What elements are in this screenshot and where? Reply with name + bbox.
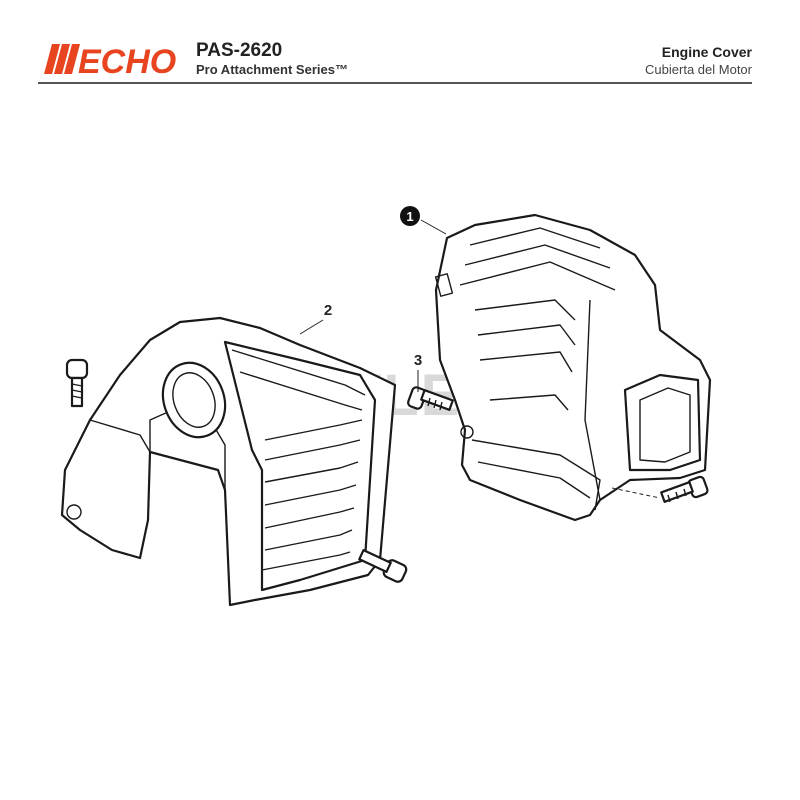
callout-2: 2: [299, 302, 332, 335]
svg-text:3: 3: [414, 352, 422, 369]
callout-3: 3: [414, 352, 422, 392]
shroud-ribs: [459, 227, 616, 411]
engine-cover-front: [60, 316, 397, 607]
screw-bottom: [358, 549, 408, 583]
header-rule: [38, 82, 752, 84]
alignment-line: [611, 487, 661, 499]
screw-right: [660, 475, 709, 503]
section-title-en: Engine Cover: [661, 44, 752, 60]
echo-logo: ECHO: [44, 43, 176, 76]
callout-1: 1: [400, 206, 447, 235]
echo-logo-text: ECHO: [78, 43, 176, 76]
section-title-es: Cubierta del Motor: [645, 62, 752, 77]
series-name: Pro Attachment Series™: [196, 62, 348, 77]
engine-shroud: [434, 213, 712, 522]
cooling-fins-front: [231, 349, 366, 571]
screw-3: [407, 386, 454, 411]
screw-left: [65, 358, 89, 408]
svg-text:2: 2: [324, 302, 332, 319]
page-header: ECHO PAS-2620 Pro Attachment Series™ Eng…: [0, 0, 800, 84]
svg-text:1: 1: [406, 209, 413, 224]
model-number: PAS-2620: [196, 40, 283, 61]
